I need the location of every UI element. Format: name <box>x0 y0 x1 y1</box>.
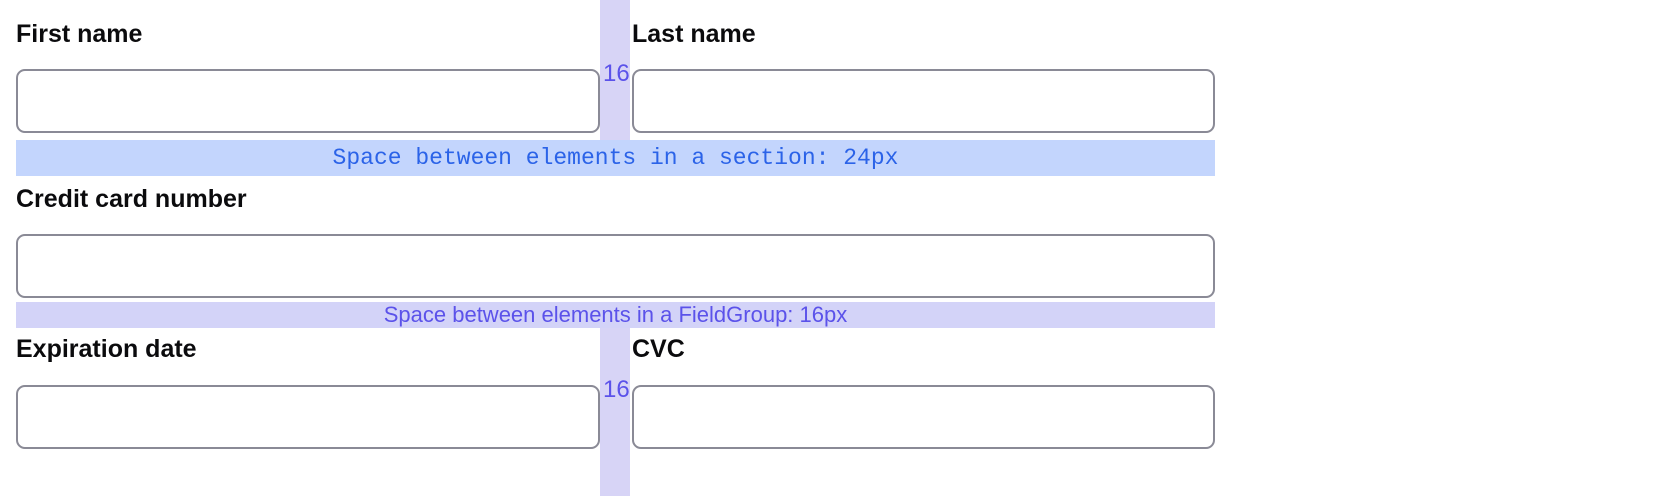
cvc-input[interactable] <box>632 385 1215 449</box>
gap-strip-name-row-label: 16 <box>603 60 630 87</box>
first-name-input[interactable] <box>16 69 600 133</box>
credit-card-number-input[interactable] <box>16 234 1215 298</box>
field-wrapper-expiration-date <box>16 385 600 449</box>
field-wrapper-cvc <box>632 385 1215 449</box>
annotation-band-section-spacing: Space between elements in a section: 24p… <box>16 140 1215 176</box>
annotation-band-fieldgroup-spacing: Space between elements in a FieldGroup: … <box>16 302 1215 328</box>
annotation-band-section-spacing-text: Space between elements in a section: 24p… <box>332 145 899 171</box>
annotation-band-fieldgroup-spacing-text: Space between elements in a FieldGroup: … <box>383 302 848 327</box>
field-wrapper-credit-card-number <box>16 234 1215 298</box>
field-label-expiration-date: Expiration date <box>16 335 197 363</box>
field-label-credit-card-number: Credit card number <box>16 185 247 213</box>
field-label-cvc: CVC <box>632 335 685 363</box>
field-wrapper-first-name <box>16 69 600 133</box>
expiration-date-input[interactable] <box>16 385 600 449</box>
gap-strip-card-row-label: 16 <box>603 376 630 403</box>
field-wrapper-last-name <box>632 69 1215 133</box>
field-label-last-name: Last name <box>632 20 756 48</box>
gap-strip-card-row <box>600 328 630 496</box>
last-name-input[interactable] <box>632 69 1215 133</box>
field-label-first-name: First name <box>16 20 143 48</box>
gap-strip-name-row <box>600 0 630 140</box>
